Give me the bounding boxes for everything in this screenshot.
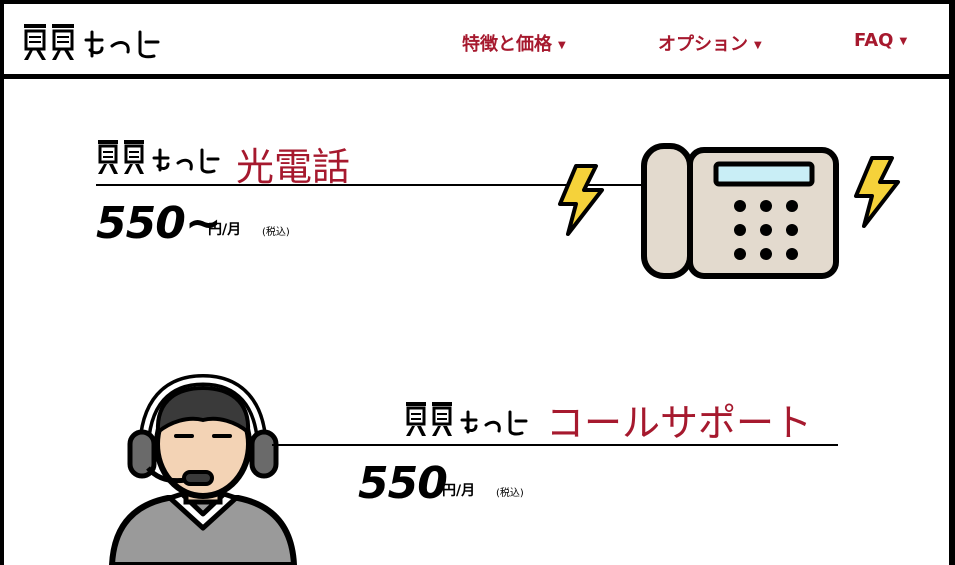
price-value: 550 xyxy=(358,458,448,509)
nav-item-features-pricing[interactable]: 特徴と価格▼ xyxy=(462,34,566,55)
chevron-down-icon: ▼ xyxy=(899,36,908,47)
site-logo[interactable] xyxy=(20,18,170,64)
main-nav: 特徴と価格▼ オプション▼ FAQ▼ xyxy=(4,30,949,55)
divider-line xyxy=(272,444,838,446)
service-brand-logo xyxy=(404,398,540,438)
site-header: 特徴と価格▼ オプション▼ FAQ▼ xyxy=(4,4,949,79)
lightning-icon xyxy=(556,164,606,236)
tax-note: (税込) xyxy=(262,227,290,238)
nav-item-faq[interactable]: FAQ▼ xyxy=(854,30,908,51)
price-unit: 円/月 xyxy=(208,222,242,238)
support-operator-icon xyxy=(108,372,298,565)
chevron-down-icon: ▼ xyxy=(754,40,762,51)
nav-item-options[interactable]: オプション▼ xyxy=(658,34,762,55)
service-title: 光電話 xyxy=(236,145,351,189)
service-brand-logo xyxy=(96,136,232,176)
page-frame: 特徴と価格▼ オプション▼ FAQ▼ xyxy=(4,4,949,565)
price-value: 550~ xyxy=(96,198,222,249)
price-unit: 円/月 xyxy=(442,483,476,499)
divider-line xyxy=(96,184,644,186)
tax-note: (税込) xyxy=(496,488,524,499)
chevron-down-icon: ▼ xyxy=(558,40,566,51)
lightning-icon xyxy=(852,156,902,228)
phone-icon xyxy=(640,142,840,280)
service-title: コールサポート xyxy=(546,401,813,445)
